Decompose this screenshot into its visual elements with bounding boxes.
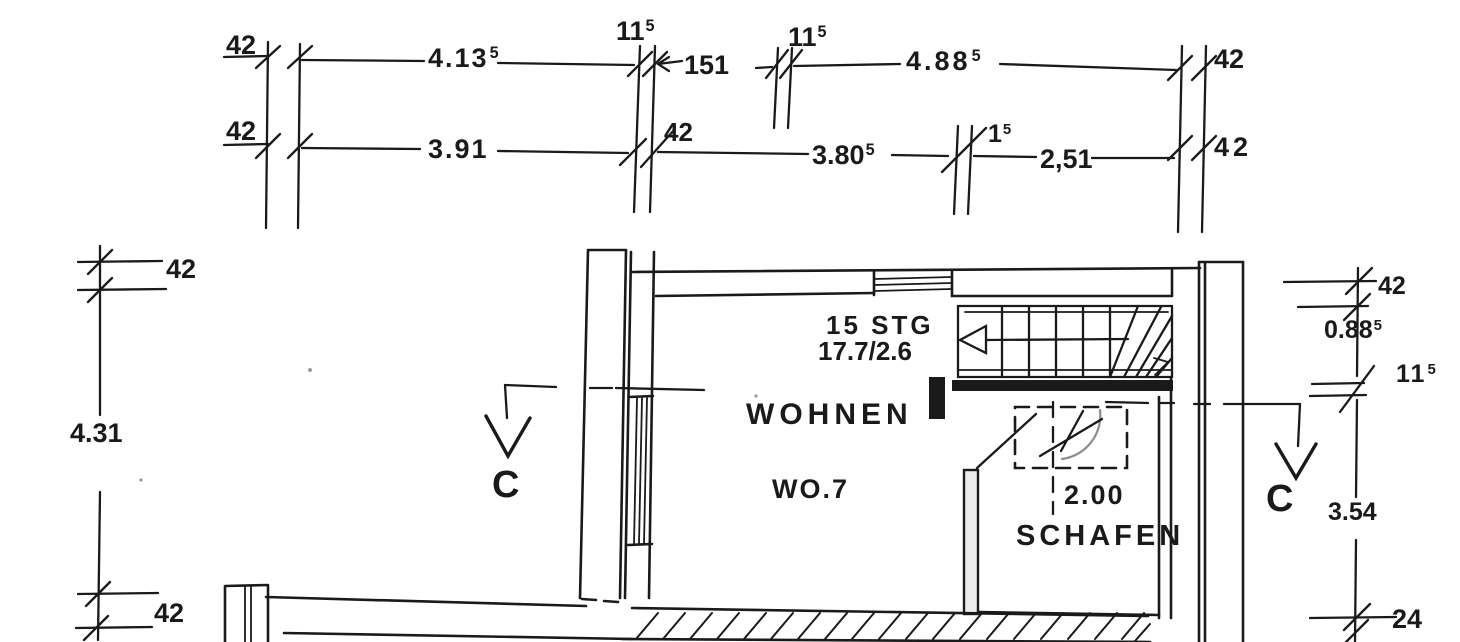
dim-right-354: 3.54 [1328, 498, 1377, 526]
dim-t2-380: 3.805 [812, 140, 875, 170]
stair-winders [1108, 304, 1174, 379]
section-marker-c-right: C [1266, 478, 1294, 520]
stair [956, 304, 1174, 379]
bottom-wall-hatching [635, 612, 1151, 642]
section-line-c-right [1104, 400, 1318, 482]
dim-t2-42-mid: 42 [664, 117, 693, 147]
dim-right-088: 0.885 [1324, 316, 1383, 344]
room-unit-wo7: WO.7 [772, 474, 850, 504]
room-label-schafen: SCHAFEN [1016, 520, 1185, 552]
section-marker-c-left: C [492, 464, 520, 506]
opening-cross-marks [1038, 409, 1104, 458]
stair-label-line2: 17.7/2.6 [818, 336, 912, 366]
section-arrow-right [1274, 442, 1318, 482]
door-leaf [975, 412, 1038, 470]
arrow-151 [656, 55, 684, 73]
dim-left-42-bottom: 42 [154, 598, 185, 628]
wall-top [630, 266, 1202, 298]
bottom-wall [223, 583, 1161, 642]
right-dimension-chain [1282, 266, 1398, 642]
dim-right-115: 115 [1396, 360, 1438, 388]
dim-t1-42-right: 42 [1214, 44, 1245, 74]
top-dimension-row1 [222, 40, 1218, 234]
left-dimension-chain [74, 244, 168, 642]
dim-t1-151: 151 [684, 50, 730, 80]
dim-left-431: 4.31 [70, 418, 123, 448]
dim-t1-115-a: 115 [616, 16, 655, 46]
scan-specks [139, 368, 758, 482]
dim-left-42-top: 42 [166, 254, 197, 284]
section-line-c-left [484, 383, 706, 460]
window-bottom-left [244, 585, 252, 642]
window-top [873, 276, 953, 292]
dim-t1-488: 4.885 [906, 46, 984, 76]
dim-t1-115-b: 115 [788, 22, 827, 52]
stair-label-line1: 15 STG [826, 310, 934, 340]
opening-dashed-box [1013, 400, 1129, 516]
dim-t2-42-left: 42 [226, 116, 257, 146]
pencil-arc [1060, 408, 1102, 461]
window-left [633, 397, 648, 545]
stair-treads [1000, 304, 1112, 379]
dim-t2-391: 3.91 [428, 134, 489, 164]
dim-schafen-200: 2.00 [1064, 480, 1125, 510]
dim-right-42: 42 [1378, 272, 1406, 300]
stair-direction-line [984, 337, 1130, 342]
dim-t2-251: 2,51 [1040, 144, 1093, 174]
dim-t2-115: 15 [988, 120, 1012, 148]
partition-wall [962, 412, 1038, 616]
wall-left [578, 248, 656, 604]
dim-t1-42-left: 42 [226, 30, 257, 60]
top-dimension-row2 [222, 124, 1218, 216]
stair-direction-arrowhead [957, 324, 988, 355]
wall-right [1157, 260, 1245, 642]
dim-t1-413: 4.135 [428, 43, 501, 73]
dim-t2-42-right: 42 [1214, 132, 1253, 162]
room-label-wohnen: WOHNEN [746, 398, 913, 431]
wall-under-stair [929, 377, 1173, 419]
dim-right-24: 24 [1392, 604, 1423, 634]
section-arrow-left [484, 414, 532, 460]
